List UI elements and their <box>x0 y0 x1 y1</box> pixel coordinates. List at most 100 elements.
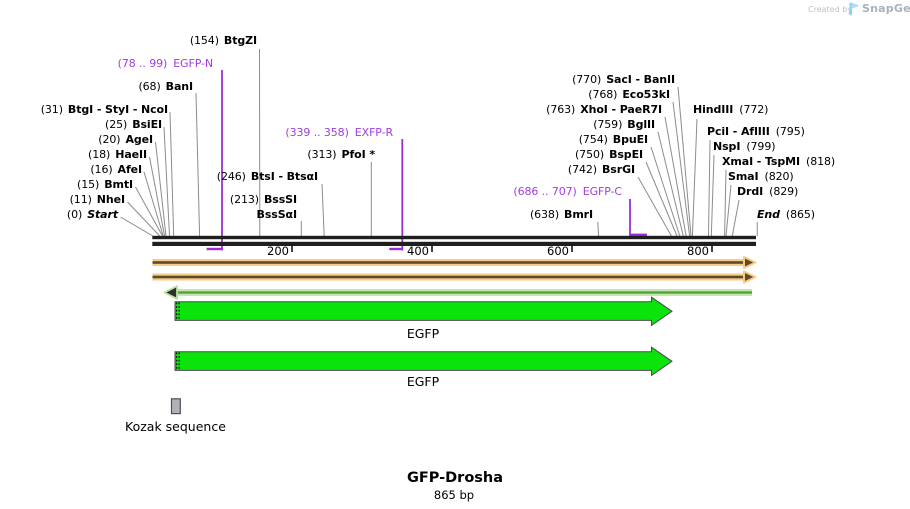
ruler-number-600: 600 <box>547 244 569 258</box>
primer-marks <box>206 70 647 251</box>
site-label-bspei: (750) BspEI <box>575 149 643 161</box>
site-label-drdi: DrdI(829) <box>737 186 798 198</box>
connector-line <box>597 221 600 237</box>
site-connector-lines <box>120 48 758 237</box>
site-label-xhoi-paer7i: (763)XhoI - PaeR7I <box>546 104 662 116</box>
site-pos: (763) <box>546 103 576 116</box>
connector-line <box>321 183 325 237</box>
primer-label-egfp-c: (686 .. 707) EGFP-C <box>513 186 622 198</box>
connector-line <box>637 176 672 237</box>
site-pos: (25) <box>105 118 128 131</box>
primer-exfp-r-span <box>389 247 403 251</box>
site-pos: (16) <box>90 163 113 176</box>
site-name: PciI - AflIII <box>707 125 770 138</box>
primer-pos: (686 .. 707) <box>513 185 577 198</box>
primer-name: EGFP-N <box>173 57 213 70</box>
site-name: AfeI <box>117 163 143 176</box>
site-name: BspEI <box>609 148 643 161</box>
site-label-btgi-styi-ncoi: (31)BtgI - StyI - NcoI <box>41 104 168 116</box>
connector-line <box>195 92 201 237</box>
connector-line <box>155 141 167 237</box>
kozak-feature-box <box>170 398 181 415</box>
site-pos: (742) <box>567 163 598 176</box>
strand-arrow-middle <box>152 270 757 284</box>
primer-name: EXFP-R <box>354 126 393 139</box>
strand-arrow-core <box>152 261 745 264</box>
site-pos: (820) <box>764 170 794 183</box>
snapgene-logo-icon <box>849 2 860 16</box>
site-label-bpuei: (754)BpuEI <box>579 134 648 146</box>
connector-line <box>149 156 166 237</box>
site-pos: (11) <box>69 193 92 206</box>
site-label-bsiei: (25) BsiEI <box>105 119 162 131</box>
site-name: BtsI - BtsαI <box>250 170 318 183</box>
watermark-brand: SnapGene <box>862 2 910 15</box>
site-label-haeii: (18)HaeII <box>88 149 147 161</box>
connector-line <box>127 201 161 237</box>
strand-arrow-top <box>152 256 757 269</box>
connector-line <box>731 199 740 237</box>
site-pos: (213) <box>229 193 259 206</box>
strand-arrow-core <box>152 275 745 279</box>
site-name: BtgI - StyI - NcoI <box>67 103 168 116</box>
feature-arrow-shape <box>174 346 673 377</box>
connector-line <box>725 184 732 237</box>
site-name: NspI <box>713 140 741 153</box>
site-pos: (795) <box>775 125 805 138</box>
site-pos: (246) <box>216 170 246 183</box>
site-label-nspi: NspI(799) <box>713 140 776 153</box>
feature-egfp-arrow-2 <box>174 346 673 377</box>
map-length: 865 bp <box>433 488 475 502</box>
connector-line <box>169 111 175 237</box>
site-pos: (750) <box>574 148 605 161</box>
primer-name: EGFP-C <box>582 185 622 198</box>
site-label-bani: (68) BanI <box>138 81 193 93</box>
site-pos: (754) <box>578 133 608 146</box>
map-title: GFP-Drosha <box>406 470 504 486</box>
connector-line <box>691 118 698 237</box>
site-name: BmrI <box>564 208 593 221</box>
site-name: BanI <box>165 80 193 93</box>
site-label-afei: (16) AfeI <box>90 164 142 176</box>
site-pos: (20) <box>98 133 121 146</box>
site-pos: (638) <box>529 208 560 221</box>
site-name: BsiEI <box>132 118 162 131</box>
ruler-tick-marks <box>291 244 713 252</box>
site-name: HindIII <box>693 103 734 116</box>
ruler-number-400: 400 <box>407 244 429 258</box>
site-name: Eco53kI <box>622 88 670 101</box>
site-label-saci-banii: (770)SacI - BanII <box>572 74 675 86</box>
site-label-pfoi: (313)PfoI * <box>307 149 375 161</box>
site-label-pcii-afliii: PciI - AflIII (795) <box>707 126 805 138</box>
primer-label-egfp-n: (78 .. 99)EGFP-N <box>118 58 213 70</box>
connector-line <box>135 186 163 237</box>
feature-egfp-arrow-1 <box>174 296 673 327</box>
site-label-bsrgi: (742)BsrGI <box>568 164 635 176</box>
connector-line <box>657 131 684 237</box>
site-pos: (15) <box>77 178 100 191</box>
primer-label-exfp-r: (339 .. 358) EXFP-R <box>285 127 393 139</box>
connector-line <box>143 171 164 237</box>
site-name: End <box>757 208 780 221</box>
site-name: Start <box>87 208 118 221</box>
feature-label-egfp-2: EGFP <box>406 374 440 389</box>
connector-line <box>645 161 678 237</box>
site-name: AgeI <box>125 133 153 146</box>
ruler-number-200: 200 <box>267 244 289 258</box>
strand-arrowhead-right <box>743 270 757 284</box>
feature-arrow-shape <box>174 296 673 327</box>
site-pos: (772) <box>739 103 769 116</box>
site-name: BssSαI <box>256 208 298 221</box>
site-pos: (68) <box>138 80 161 93</box>
site-pos: (154) <box>189 34 219 47</box>
connector-line <box>120 216 154 237</box>
site-label-smai: SmaI(820) <box>728 171 794 183</box>
primer-pos: (339 .. 358) <box>285 126 349 139</box>
site-name: BmtI <box>104 178 133 191</box>
connector-line <box>163 126 170 237</box>
sequence-bar-bottom <box>152 241 757 246</box>
connector-line <box>677 86 692 237</box>
site-name: NheI <box>96 193 125 206</box>
